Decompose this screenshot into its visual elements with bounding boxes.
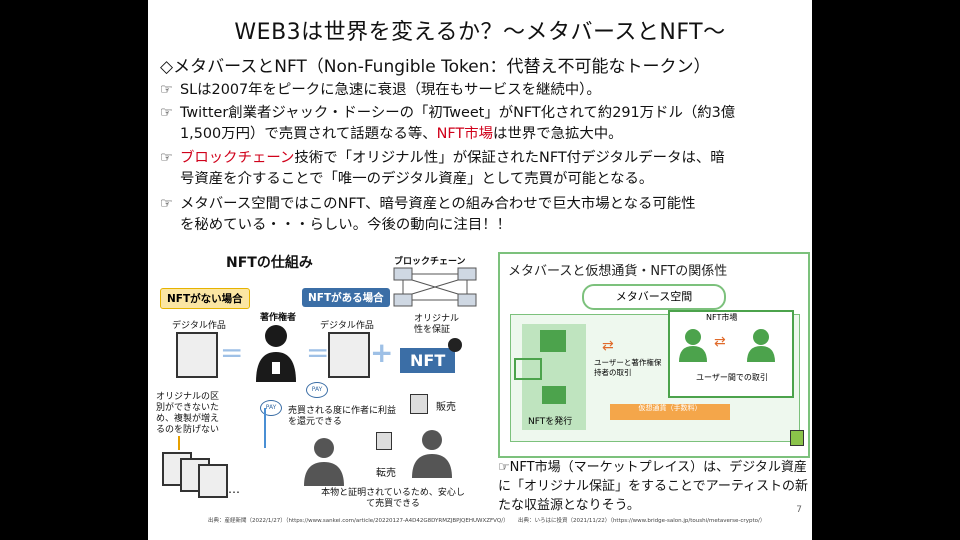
user-icon-2 bbox=[747, 329, 775, 362]
bullet-1: ☞SLは2007年をピークに急速に衰退（現在もサービスを継続中）。 bbox=[160, 80, 601, 101]
slide: WEB3は世界を変えるか？～メタバースとNFT～ ◇メタバースとNFT（Non-… bbox=[148, 0, 812, 540]
currency-arrow-icon bbox=[610, 404, 730, 420]
author-label: 著作権者 bbox=[260, 313, 297, 323]
pointing-hand-icon: ☞ bbox=[160, 105, 173, 121]
pointing-hand-icon: ☞ bbox=[498, 460, 510, 475]
resell-label: 転売 bbox=[376, 468, 396, 479]
author-trade-label: ユーザーと著作権保持者の取引 bbox=[594, 358, 662, 377]
digital-work-label: デジタル作品 bbox=[172, 321, 226, 331]
certificate-icon-2 bbox=[376, 432, 392, 450]
digital-work-label-2: デジタル作品 bbox=[320, 321, 374, 331]
equals-icon-2: = bbox=[306, 336, 330, 369]
page-number: 7 bbox=[796, 505, 802, 515]
section-heading: ◇メタバースとNFT（Non-Fungible Token：代替え不可能なトーク… bbox=[160, 57, 711, 77]
pay-coin-icon-2: PAY bbox=[260, 400, 282, 416]
equals-icon: = bbox=[220, 336, 244, 369]
buyer-person-icon bbox=[304, 438, 344, 486]
certificate-icon bbox=[410, 394, 428, 414]
highlight-blockchain: ブロックチェーン bbox=[180, 150, 295, 166]
relation-title: メタバースと仮想通貨・NFTの関係性 bbox=[508, 264, 728, 279]
pointing-hand-icon: ☞ bbox=[160, 82, 173, 98]
artwork-image-icon bbox=[176, 332, 218, 378]
metaverse-space-label: メタバース空間 bbox=[582, 284, 726, 310]
issue-nft-label: NFTを発行 bbox=[528, 417, 573, 427]
plus-icon: + bbox=[370, 336, 394, 369]
book-icon bbox=[514, 358, 542, 380]
nft-mechanism-diagram: NFTの仕組み ブロックチェーン NFTがない場合 NFTがある場合 デジタル作… bbox=[148, 248, 490, 516]
return-arrow-icon bbox=[264, 408, 266, 448]
bottom-note: 本物と証明されているため、安心して売買できる bbox=[321, 488, 465, 509]
bullet-2: ☞Twitter創業者ジャック・ドーシーの「初Tweet」がNFT化されて約29… bbox=[160, 105, 736, 142]
currency-label: 仮想通貨（手数料） bbox=[638, 404, 702, 412]
no-nft-case-label: NFTがない場合 bbox=[160, 288, 250, 309]
originality-label: オリジナル性を保証 bbox=[414, 314, 460, 335]
copied-artwork-icon-3 bbox=[198, 464, 228, 498]
nft-token-box: NFT bbox=[400, 348, 456, 373]
metaverse-relation-diagram: メタバースと仮想通貨・NFTの関係性 メタバース空間 NFTを発行 ⇄ ユーザー… bbox=[498, 252, 810, 458]
slide-title: WEB3は世界を変えるか？～メタバースとNFT～ bbox=[234, 20, 726, 45]
no-nft-note: オリジナルの区別ができないため、複製が増えるのを防げない bbox=[156, 392, 220, 435]
blockchain-network-icon bbox=[393, 267, 477, 307]
ellipsis-icon: … bbox=[228, 482, 240, 496]
exchange-arrows-icon: ⇄ bbox=[602, 338, 614, 354]
bullet-4: ☞メタバース空間ではこのNFT、暗号資産との組み合わせで巨大市場となる可能性 を… bbox=[160, 196, 696, 233]
nft-market-label: NFT市場 bbox=[706, 313, 738, 322]
artwork-image-icon-2 bbox=[328, 332, 370, 378]
market-caption: ☞NFT市場（マーケットプレイス）は、デジタル資産に「オリジナル保証」をすること… bbox=[498, 460, 809, 513]
door-icon bbox=[790, 430, 804, 446]
user-icon bbox=[679, 329, 707, 362]
diagram-title: NFTの仕組み bbox=[226, 255, 313, 271]
pay-coin-icon: PAY bbox=[306, 382, 328, 398]
with-nft-case-label: NFTがある場合 bbox=[302, 288, 390, 307]
pointing-hand-icon: ☞ bbox=[160, 196, 173, 212]
down-arrow-icon bbox=[178, 436, 180, 450]
blockchain-label: ブロックチェーン bbox=[394, 257, 466, 267]
user-trade-label: ユーザー間での取引 bbox=[696, 373, 768, 382]
right-source: 出典：いろはに投資（2021/11/22）（https://www.bridge… bbox=[518, 518, 766, 524]
image-icon bbox=[540, 330, 566, 352]
video-icon bbox=[542, 386, 566, 404]
exchange-arrows-icon-2: ⇄ bbox=[714, 334, 726, 350]
left-source: 出典：産経新聞（2022/1/27）（https://www.sankei.co… bbox=[208, 518, 509, 524]
seal-icon bbox=[448, 338, 462, 352]
bullet-3: ☞ブロックチェーン技術で「オリジナル性」が保証されたNFT付デジタルデータは、暗… bbox=[160, 150, 725, 187]
return-profit-note: 売買される度に作者に利益を還元できる bbox=[288, 406, 397, 427]
sell-label: 販売 bbox=[436, 402, 456, 413]
highlight-nft-market: NFT市場 bbox=[436, 126, 494, 142]
seller-person-icon bbox=[412, 430, 452, 478]
pointing-hand-icon: ☞ bbox=[160, 150, 173, 166]
author-person-icon bbox=[256, 325, 296, 382]
